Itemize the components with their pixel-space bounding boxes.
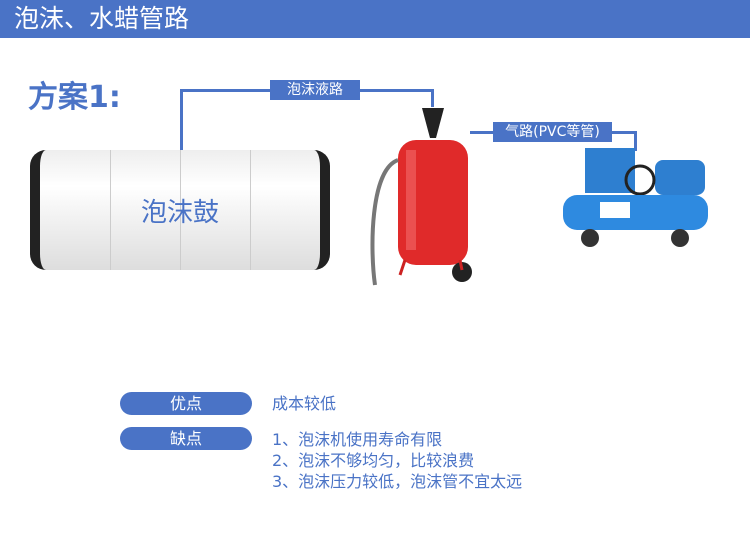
cons-item: 2、泡沫不够均匀，比较浪费	[272, 451, 475, 470]
pros-item: 成本较低	[272, 394, 337, 413]
cons-item: 3、泡沫压力较低，泡沫管不宜太远	[272, 472, 523, 491]
plan-title: 方案1:	[28, 80, 121, 115]
foam-drum: 泡沫鼓	[30, 150, 330, 270]
air-line-label: 气路(PVC等管)	[493, 122, 612, 142]
foam-line	[431, 89, 434, 107]
air-line	[634, 131, 637, 151]
air-compressor-image	[563, 148, 708, 247]
page-header: 泡沫、水蜡管路	[0, 0, 750, 38]
foam-line-label: 泡沫液路	[270, 80, 360, 100]
pros-badge: 优点	[120, 392, 252, 415]
foam-tank-image	[370, 108, 472, 286]
cons-badge: 缺点	[120, 427, 252, 450]
foam-line	[180, 89, 183, 151]
cons-item: 1、泡沫机使用寿命有限	[272, 430, 443, 449]
drum-label: 泡沫鼓	[140, 198, 219, 228]
